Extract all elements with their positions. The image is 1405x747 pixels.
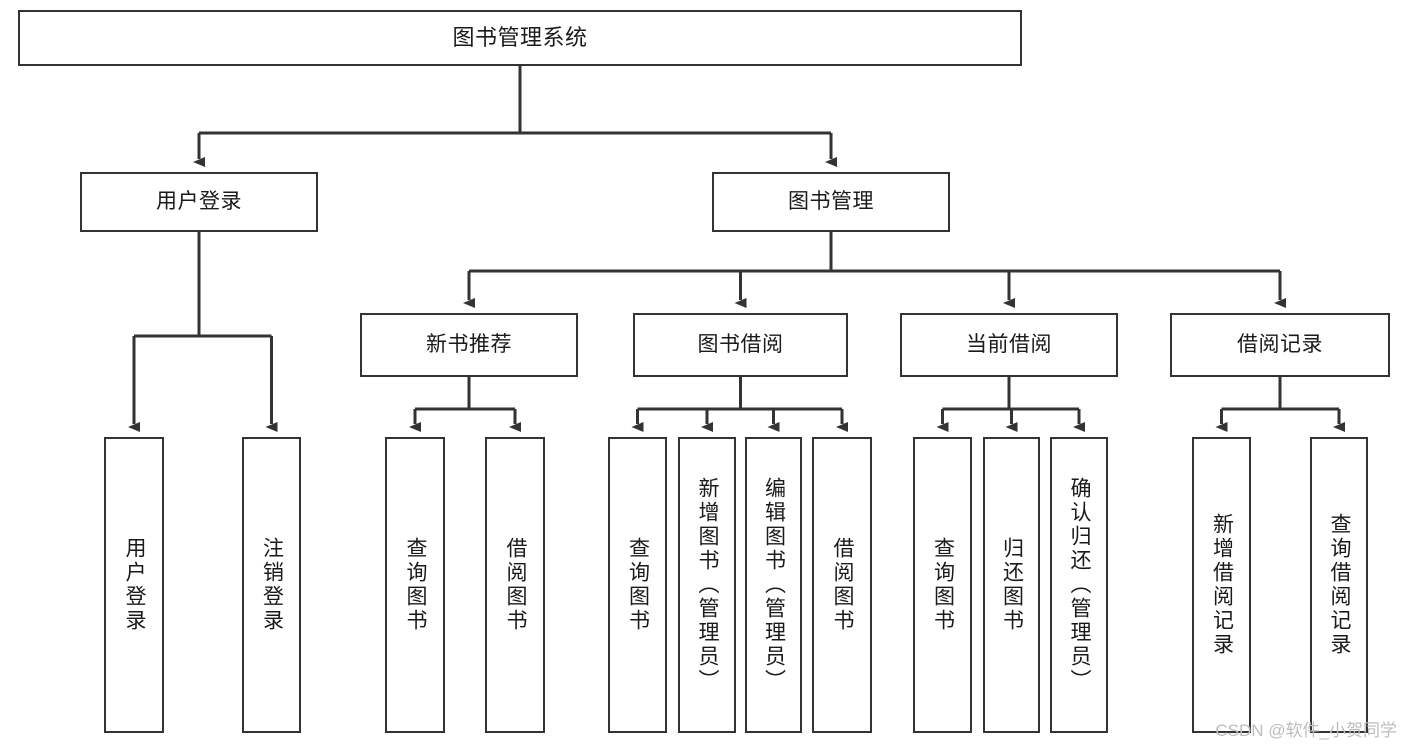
- node-leaf-query-book-3[interactable]: 查询图书: [913, 437, 972, 733]
- node-leaf-user-login[interactable]: 用户登录: [104, 437, 164, 733]
- node-leaf-add-book-label: 新增图书（管理员）: [696, 477, 720, 693]
- node-leaf-query-record-label: 查询借阅记录: [1328, 513, 1352, 657]
- node-leaf-add-book[interactable]: 新增图书（管理员）: [678, 437, 736, 733]
- node-leaf-user-login-label: 用户登录: [123, 537, 147, 633]
- node-book-borrow[interactable]: 图书借阅: [633, 313, 848, 377]
- node-leaf-confirm-return-label: 确认归还（管理员）: [1068, 477, 1092, 693]
- node-leaf-edit-book[interactable]: 编辑图书（管理员）: [745, 437, 802, 733]
- node-leaf-return-book[interactable]: 归还图书: [983, 437, 1040, 733]
- node-book-manage-label: 图书管理: [788, 189, 874, 213]
- node-leaf-add-record[interactable]: 新增借阅记录: [1192, 437, 1251, 733]
- node-root-label: 图书管理系统: [452, 25, 588, 51]
- node-leaf-return-book-label: 归还图书: [1000, 537, 1024, 633]
- node-leaf-query-book-2-label: 查询图书: [626, 537, 650, 633]
- node-leaf-borrow-book-2-label: 借阅图书: [831, 537, 855, 633]
- node-book-borrow-label: 图书借阅: [697, 332, 784, 356]
- node-new-book-recommend-label: 新书推荐: [426, 332, 512, 356]
- node-current-borrow[interactable]: 当前借阅: [900, 313, 1118, 377]
- node-user-login[interactable]: 用户登录: [80, 172, 318, 232]
- node-current-borrow-label: 当前借阅: [966, 332, 1052, 356]
- node-leaf-borrow-book-1[interactable]: 借阅图书: [485, 437, 545, 733]
- node-book-manage[interactable]: 图书管理: [712, 172, 950, 232]
- node-leaf-query-record[interactable]: 查询借阅记录: [1310, 437, 1368, 733]
- node-leaf-logout[interactable]: 注销登录: [242, 437, 301, 733]
- node-new-book-recommend[interactable]: 新书推荐: [360, 313, 578, 377]
- node-user-login-label: 用户登录: [156, 189, 242, 213]
- node-leaf-add-record-label: 新增借阅记录: [1210, 513, 1234, 657]
- node-leaf-query-book-3-label: 查询图书: [931, 537, 955, 633]
- node-leaf-borrow-book-1-label: 借阅图书: [504, 537, 528, 633]
- watermark: CSDN @软件_小贺同学: [1215, 721, 1397, 740]
- node-leaf-query-book-2[interactable]: 查询图书: [608, 437, 667, 733]
- node-borrow-record-label: 借阅记录: [1237, 332, 1323, 356]
- node-leaf-borrow-book-2[interactable]: 借阅图书: [812, 437, 872, 733]
- node-root[interactable]: 图书管理系统: [18, 10, 1022, 66]
- node-leaf-query-book-1[interactable]: 查询图书: [385, 437, 445, 733]
- node-leaf-logout-label: 注销登录: [260, 537, 284, 633]
- node-borrow-record[interactable]: 借阅记录: [1170, 313, 1390, 377]
- node-leaf-edit-book-label: 编辑图书（管理员）: [762, 477, 786, 693]
- node-leaf-query-book-1-label: 查询图书: [404, 537, 428, 633]
- node-leaf-confirm-return[interactable]: 确认归还（管理员）: [1050, 437, 1108, 733]
